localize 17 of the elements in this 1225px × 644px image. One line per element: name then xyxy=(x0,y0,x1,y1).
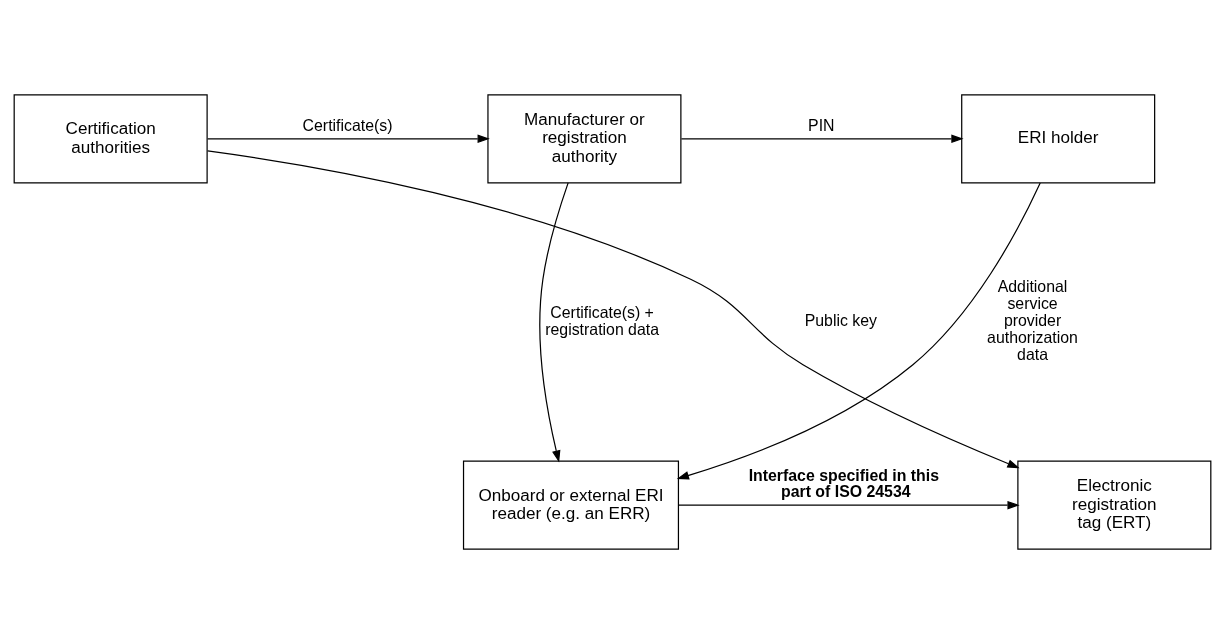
arrow xyxy=(207,150,1020,469)
node-box: Onboard or external ERI reader (e.g. an ERR) xyxy=(462,460,680,550)
node-box: ERI holder xyxy=(961,94,1156,184)
arrow xyxy=(678,500,1020,510)
arrow xyxy=(207,134,490,144)
node-box: Manufacturer or registration authority xyxy=(487,94,682,184)
edge-label: Certificate(s) xyxy=(302,116,393,134)
edge-label: Public key xyxy=(804,312,877,330)
edge-label: Additional service provider authorization data xyxy=(987,277,1078,364)
edge-label: Certificate(s) + registration data xyxy=(545,303,659,338)
node-box: Certification authorities xyxy=(13,94,208,184)
edge-label: PIN xyxy=(808,116,835,134)
arrow xyxy=(680,134,964,144)
node-box: Electronic registration tag (ERT) xyxy=(1017,460,1212,550)
arrow xyxy=(676,182,1041,480)
edge-label: Interface specified in this part of ISO 24534 xyxy=(748,467,940,501)
arrow xyxy=(539,182,569,463)
